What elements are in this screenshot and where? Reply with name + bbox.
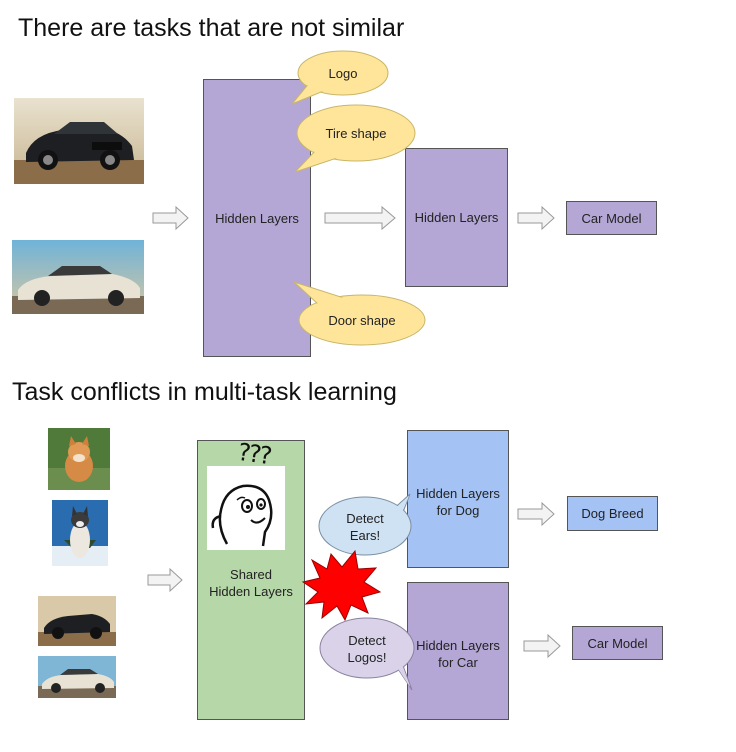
dog-breed-output: Dog Breed	[567, 496, 658, 531]
arrow-shared-input	[147, 567, 183, 593]
dog-head-line-2: for Dog	[436, 503, 480, 518]
shared-label-line-1: Shared	[230, 567, 272, 582]
conflict-burst-icon	[301, 549, 382, 622]
bubble-ears-line-2: Ears!	[349, 528, 381, 543]
confused-face-card	[207, 466, 285, 550]
bubble-tire-label: Tire shape	[325, 125, 387, 141]
dog-breed-output-label: Dog Breed	[581, 506, 644, 521]
bubble-ears-line-1: Detect	[346, 511, 384, 526]
shared-hidden-layers-label: Shared Hidden Layers	[198, 566, 304, 600]
car-photo-audi	[14, 98, 144, 184]
hidden-layers-2-label: Hidden Layers	[414, 210, 499, 225]
car-photo-classic	[12, 240, 144, 314]
arrow-hidden-2	[517, 205, 555, 231]
dog-head-label: Hidden Layers for Dog	[408, 485, 508, 519]
car-photo-audi-small	[38, 596, 116, 646]
bubble-logo-label: Logo	[328, 65, 358, 81]
bottom-title: Task conflicts in multi-task learning	[12, 378, 397, 406]
bubble-ears-label: Detect Ears!	[325, 509, 405, 545]
bubble-tire-shape	[294, 104, 416, 173]
dog-head-line-1: Hidden Layers	[416, 486, 500, 501]
bubble-logos-line-2: Logos!	[347, 650, 387, 665]
car-model-output-bottom-label: Car Model	[587, 635, 648, 651]
hidden-layers-box-1: Hidden Layers	[203, 79, 311, 357]
dog-photo-shiba	[48, 428, 110, 490]
arrow-hidden-1	[324, 205, 396, 231]
arrow-input-1	[152, 205, 189, 231]
bubble-door-shape	[293, 281, 426, 346]
car-head-label: Hidden Layers for Car	[408, 637, 508, 671]
hidden-layers-1-label: Hidden Layers	[215, 210, 299, 226]
car-model-output-bottom: Car Model	[572, 626, 663, 660]
shared-label-line-2: Hidden Layers	[209, 584, 293, 599]
bubble-logo	[291, 50, 389, 105]
bubble-detect-ears	[318, 493, 412, 556]
top-title: There are tasks that are not similar	[18, 14, 405, 42]
arrow-car-output	[523, 633, 561, 659]
arrow-dog-output	[517, 501, 555, 527]
confused-face-icon	[211, 484, 273, 547]
bubble-door-label: Door shape	[328, 312, 396, 328]
hidden-layers-box-2: Hidden Layers	[405, 148, 508, 287]
bubble-logos-label: Detect Logos!	[327, 631, 407, 667]
car-head-line-1: Hidden Layers	[416, 638, 500, 653]
bubble-logos-line-1: Detect	[348, 633, 386, 648]
bubble-detect-logos	[319, 617, 415, 691]
car-head-line-2: for Car	[438, 655, 478, 670]
car-head-box: Hidden Layers for Car	[407, 582, 509, 720]
car-model-output-top: Car Model	[566, 201, 657, 235]
dog-photo-husky	[52, 500, 108, 566]
car-photo-classic-small	[38, 656, 116, 698]
dog-head-box: Hidden Layers for Dog	[407, 430, 509, 568]
car-model-output-top-label: Car Model	[581, 210, 642, 226]
